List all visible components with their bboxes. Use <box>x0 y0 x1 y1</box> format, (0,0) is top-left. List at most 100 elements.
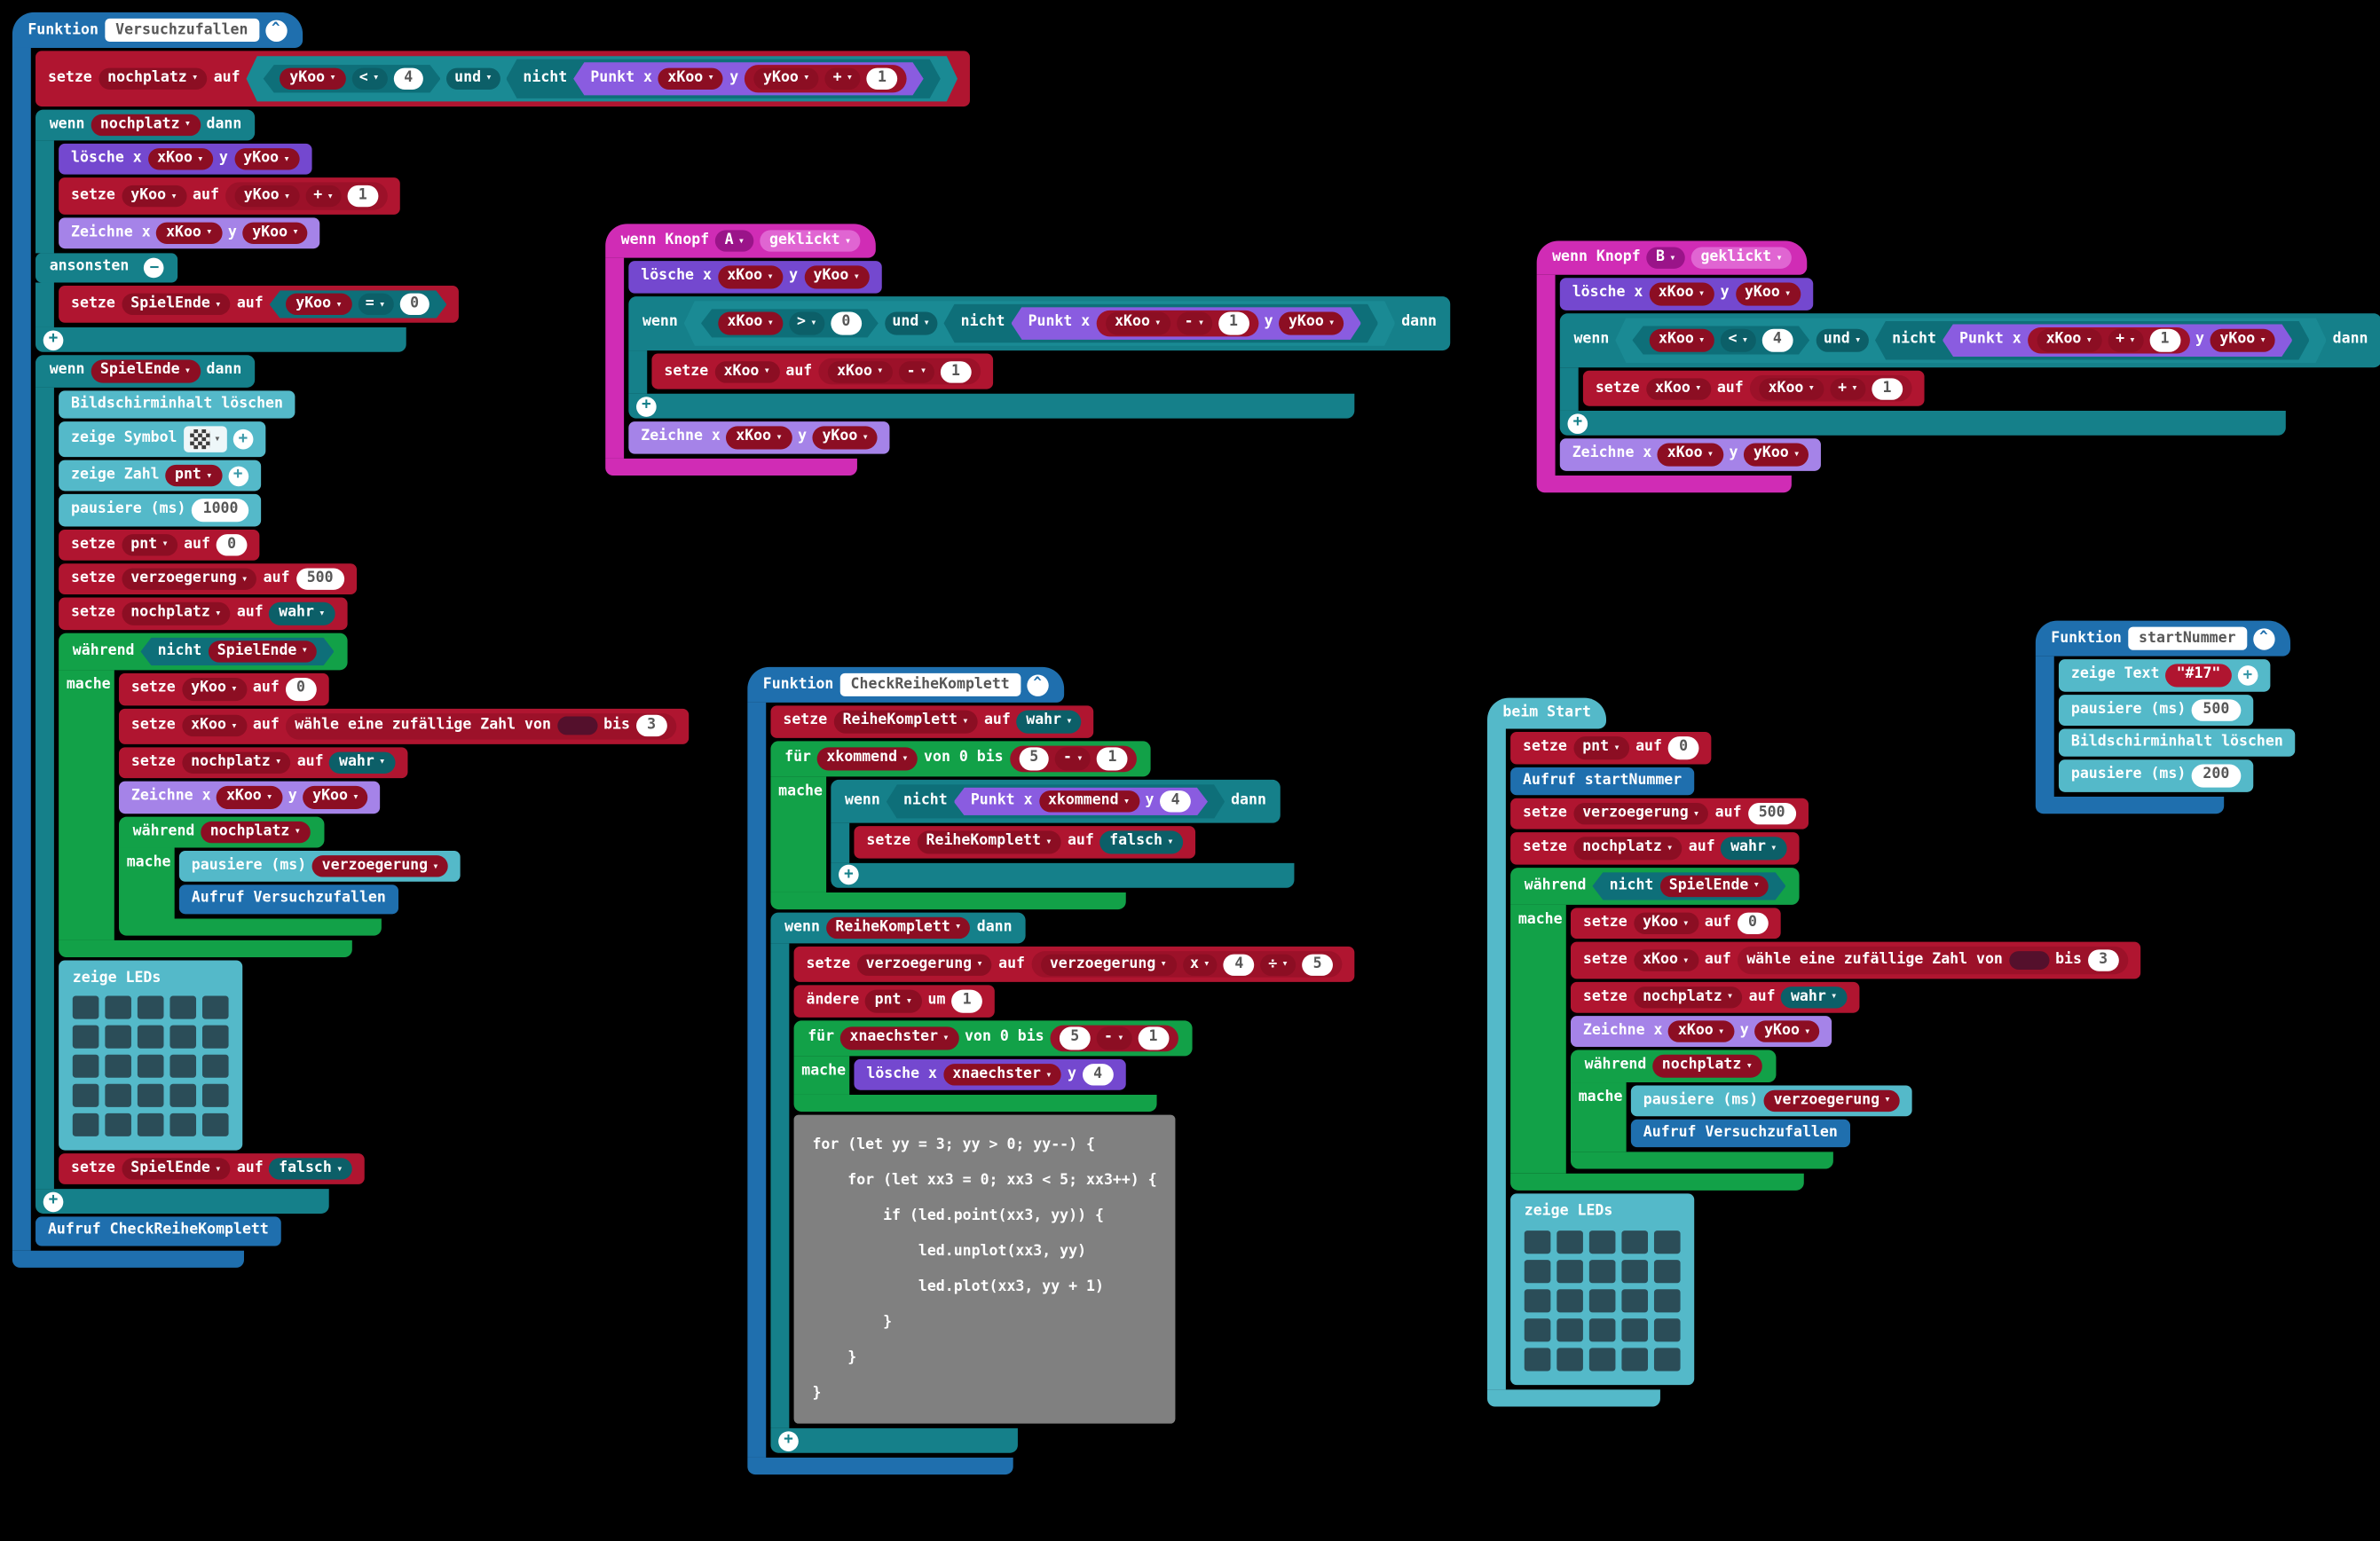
number-input[interactable]: 0 <box>1737 912 1769 935</box>
math-block[interactable]: xKoo▾+▾1 <box>1749 374 1912 403</box>
led-cell[interactable] <box>1588 1230 1616 1254</box>
led-cell[interactable] <box>169 1113 197 1136</box>
logic-operator-dropdown[interactable]: und▾ <box>885 312 938 334</box>
led-cell[interactable] <box>72 995 99 1019</box>
number-input[interactable]: 0 <box>1667 736 1699 759</box>
led-cell[interactable] <box>1621 1317 1649 1342</box>
plus-icon[interactable]: + <box>636 397 657 417</box>
call-function-block[interactable]: Aufruf Versuchzufallen <box>178 885 398 914</box>
pause-block[interactable]: pausiere (ms)1000 <box>59 494 262 527</box>
plus-icon[interactable]: + <box>227 466 248 486</box>
operator-dropdown[interactable]: x▾ <box>1182 953 1218 976</box>
logic-operator-dropdown[interactable]: und▾ <box>1816 329 1869 351</box>
math-block[interactable]: 5-▾1 <box>1050 1025 1178 1052</box>
variable-dropdown[interactable]: yKoo▾ <box>1633 912 1698 935</box>
variable-dropdown[interactable]: xKoo▾ <box>1645 377 1711 400</box>
led-cell[interactable] <box>1524 1317 1551 1342</box>
led-cell[interactable] <box>137 1113 164 1136</box>
variable-dropdown[interactable]: SpielEnde▾ <box>208 641 317 663</box>
led-cell[interactable] <box>201 995 229 1019</box>
collapse-icon[interactable]: ^ <box>264 20 287 42</box>
comparison-block[interactable]: xKoo▾>▾0 <box>701 309 879 337</box>
led-cell[interactable] <box>169 1054 197 1078</box>
event-dropdown[interactable]: geklickt▾ <box>760 230 861 253</box>
variable-dropdown[interactable]: xKoo▾ <box>181 714 247 737</box>
operator-dropdown[interactable]: >▾ <box>789 312 824 334</box>
number-input[interactable]: 0 <box>285 678 317 701</box>
operator-dropdown[interactable]: +▾ <box>2108 329 2143 351</box>
variable-dropdown[interactable]: xKoo▾ <box>718 312 783 334</box>
math-block[interactable]: xKoo▾+▾1 <box>2028 326 2189 353</box>
javascript-code-block[interactable]: for (let yy = 3; yy > 0; yy--) { for (le… <box>793 1115 1176 1425</box>
variable-dropdown[interactable]: verzoegerung▾ <box>312 854 449 877</box>
variable-dropdown[interactable]: yKoo▾ <box>181 678 247 701</box>
led-cell[interactable] <box>72 1025 99 1049</box>
comparison-block[interactable]: yKoo▾<▾4 <box>264 65 441 93</box>
pause-block[interactable]: pausiere (ms)500 <box>2058 694 2253 727</box>
variable-dropdown[interactable]: xKoo▾ <box>1658 444 1723 467</box>
number-input[interactable]: 4 <box>1161 790 1191 813</box>
led-cell[interactable] <box>1524 1259 1551 1283</box>
led-cell[interactable] <box>105 1083 131 1107</box>
function-name-input[interactable]: Versuchzufallen <box>104 18 259 43</box>
math-block[interactable]: xKoo▾-▾1 <box>818 358 981 386</box>
variable-dropdown[interactable]: verzoegerung▾ <box>1764 1089 1901 1113</box>
number-input[interactable]: 500 <box>296 568 344 591</box>
variable-dropdown[interactable]: yKoo▾ <box>234 185 300 208</box>
math-block[interactable]: yKoo▾+▾1 <box>225 183 388 210</box>
collapse-icon[interactable]: ^ <box>1026 673 1049 696</box>
operator-dropdown[interactable]: =▾ <box>358 294 393 316</box>
number-input[interactable]: 4 <box>1762 329 1793 351</box>
minus-icon[interactable]: − <box>144 257 165 279</box>
led-cell[interactable] <box>72 1113 99 1136</box>
number-input[interactable]: 5 <box>1019 747 1050 770</box>
variable-dropdown[interactable]: pnt▾ <box>121 533 178 556</box>
call-function-block[interactable]: Aufruf Versuchzufallen <box>1630 1120 1850 1148</box>
number-input[interactable]: 3 <box>2087 949 2119 972</box>
call-function-block[interactable]: Aufruf CheckReiheKomplett <box>35 1216 281 1246</box>
show-leds-block[interactable]: zeige LEDs <box>1510 1194 1695 1385</box>
variable-dropdown[interactable]: xKoo▾ <box>714 360 780 383</box>
number-input[interactable]: 1000 <box>192 499 249 522</box>
variable-dropdown[interactable]: yKoo▾ <box>287 294 351 316</box>
number-input[interactable]: 5 <box>1060 1026 1091 1050</box>
variable-dropdown[interactable]: xKoo▾ <box>1633 949 1698 972</box>
show-leds-block[interactable]: zeige LEDs <box>59 959 243 1151</box>
led-cell[interactable] <box>1621 1348 1649 1372</box>
variable-dropdown[interactable]: SpielEnde▾ <box>121 293 231 316</box>
variable-dropdown[interactable]: yKoo▾ <box>1280 312 1344 334</box>
led-cell[interactable] <box>72 1083 99 1107</box>
variable-dropdown[interactable]: yKoo▾ <box>1735 283 1801 306</box>
plus-icon[interactable]: + <box>2237 665 2258 686</box>
led-cell[interactable] <box>105 995 131 1019</box>
led-cell[interactable] <box>1556 1230 1583 1254</box>
operator-dropdown[interactable]: -▾ <box>1055 747 1091 770</box>
variable-dropdown[interactable]: yKoo▾ <box>813 427 879 449</box>
call-function-block[interactable]: Aufruf startNummer <box>1510 767 1695 796</box>
led-cell[interactable] <box>1556 1317 1583 1342</box>
number-input[interactable]: 1 <box>951 990 982 1013</box>
logic-operator-dropdown[interactable]: und▾ <box>446 67 500 90</box>
led-cell[interactable] <box>1588 1317 1616 1342</box>
variable-dropdown[interactable]: xkommend▾ <box>1039 790 1139 813</box>
